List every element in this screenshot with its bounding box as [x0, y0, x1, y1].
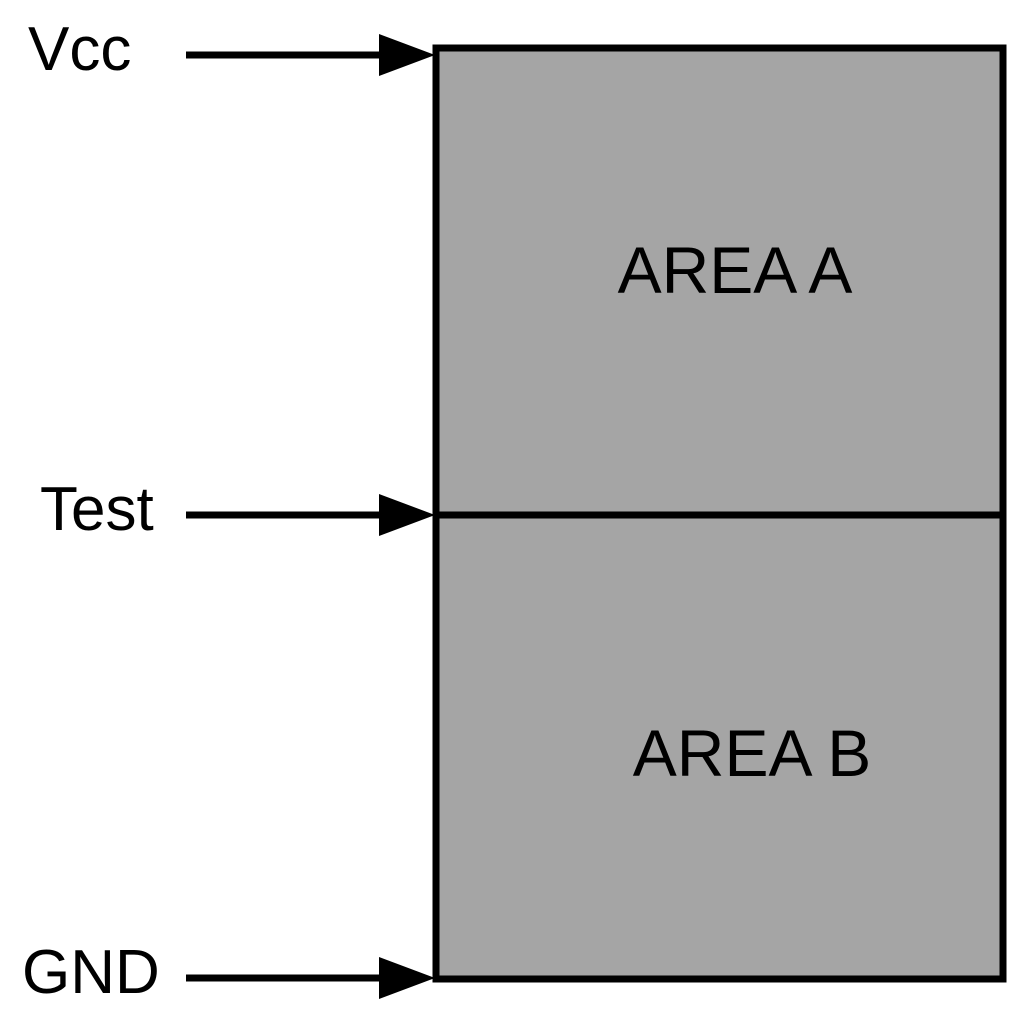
pin-test-label: Test	[40, 475, 154, 544]
area-a-label: AREA A	[618, 233, 853, 307]
pin-vcc-arrowhead-icon	[379, 34, 435, 76]
pin-test[interactable]: Test	[40, 475, 435, 544]
pin-test-arrowhead-icon	[379, 494, 435, 536]
pin-gnd-label: GND	[22, 938, 160, 1007]
area-b-label: AREA B	[633, 716, 871, 790]
pin-vcc-label: Vcc	[28, 15, 131, 84]
pin-gnd[interactable]: GND	[22, 938, 435, 1007]
pin-gnd-arrowhead-icon	[379, 957, 435, 999]
pin-vcc[interactable]: Vcc	[28, 15, 435, 84]
